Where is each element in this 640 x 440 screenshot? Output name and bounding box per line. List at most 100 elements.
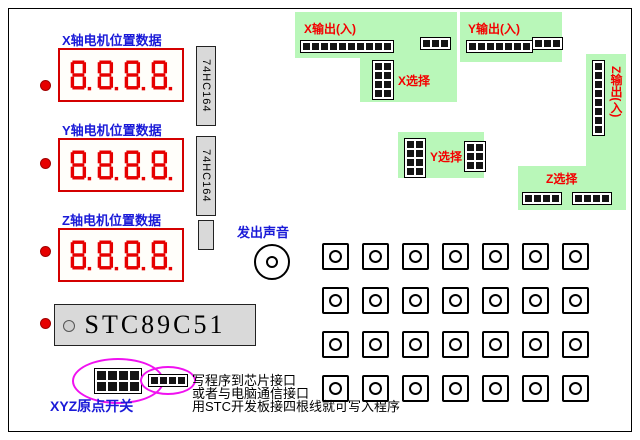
button-cap (489, 338, 502, 351)
seven-segment-digit (97, 240, 119, 271)
push-button[interactable] (442, 331, 469, 358)
x-display-label: X轴电机位置数据 (62, 33, 162, 48)
push-button[interactable] (522, 375, 549, 402)
note-line-3: 用STC开发板接四根线就可写入程序 (192, 399, 401, 414)
shift-register-1-label: 74HC164 (200, 59, 212, 113)
origin-switch-label: XYZ原点开关 (50, 398, 134, 414)
keypad (322, 243, 589, 402)
push-button[interactable] (522, 287, 549, 314)
shift-register-chip-1: 74HC164 (196, 46, 216, 126)
y-display-label: Y轴电机位置数据 (62, 123, 162, 138)
push-button[interactable] (562, 331, 589, 358)
seven-segment-digit (70, 240, 92, 271)
buzzer-core (266, 256, 278, 268)
z-led (40, 246, 51, 257)
button-cap (569, 382, 582, 395)
button-cap (369, 382, 382, 395)
push-button[interactable] (402, 375, 429, 402)
push-button[interactable] (442, 243, 469, 270)
button-cap (529, 294, 542, 307)
button-cap (529, 250, 542, 263)
push-button[interactable] (322, 243, 349, 270)
mcu-chip: STC89C51 (54, 304, 256, 346)
x-output-aux-header[interactable] (420, 37, 451, 50)
seven-segment-digit (97, 150, 119, 181)
button-cap (449, 250, 462, 263)
push-button[interactable] (562, 287, 589, 314)
push-button[interactable] (442, 375, 469, 402)
button-cap (449, 338, 462, 351)
seven-segment-digit (97, 60, 119, 91)
button-cap (329, 294, 342, 307)
program-header[interactable] (148, 374, 188, 387)
y-select-aux-header[interactable] (464, 141, 486, 172)
program-header-highlight (140, 366, 196, 395)
push-button[interactable] (482, 287, 509, 314)
button-cap (409, 250, 422, 263)
z-display-label: Z轴电机位置数据 (62, 213, 161, 228)
seven-segment-digit (124, 60, 146, 91)
buzzer-icon (254, 244, 290, 280)
y-select-header[interactable] (404, 138, 426, 178)
push-button[interactable] (362, 243, 389, 270)
push-button[interactable] (562, 243, 589, 270)
z-seven-segment-display (58, 228, 184, 282)
seven-segment-digit (124, 240, 146, 271)
z-select-header-a[interactable] (522, 192, 562, 205)
button-cap (369, 250, 382, 263)
x-select-label: X选择 (398, 74, 431, 88)
button-cap (569, 338, 582, 351)
push-button[interactable] (482, 331, 509, 358)
button-cap (369, 294, 382, 307)
y-output-header[interactable] (466, 40, 533, 53)
y-output-aux-header[interactable] (532, 37, 563, 50)
y-led (40, 158, 51, 169)
button-cap (329, 338, 342, 351)
z-select-header-b[interactable] (572, 192, 612, 205)
shift-register-chip-2: 74HC164 (196, 136, 216, 216)
push-button[interactable] (402, 243, 429, 270)
push-button[interactable] (402, 331, 429, 358)
button-cap (529, 338, 542, 351)
button-cap (409, 382, 422, 395)
push-button[interactable] (522, 331, 549, 358)
x-select-header[interactable] (372, 60, 394, 100)
button-cap (369, 338, 382, 351)
push-button[interactable] (482, 243, 509, 270)
push-button[interactable] (362, 375, 389, 402)
x-seven-segment-display (58, 48, 184, 102)
y-seven-segment-display (58, 138, 184, 192)
origin-switch-header[interactable] (94, 368, 142, 394)
push-button[interactable] (482, 375, 509, 402)
y-select-label: Y选择 (430, 150, 463, 164)
button-cap (449, 382, 462, 395)
mcu-label: STC89C51 (84, 310, 226, 339)
button-cap (569, 250, 582, 263)
push-button[interactable] (442, 287, 469, 314)
push-button[interactable] (362, 331, 389, 358)
z-select-label: Z选择 (546, 172, 578, 186)
small-chip (198, 220, 214, 250)
seven-segment-digit (70, 150, 92, 181)
y-output-label: Y输出(入) (468, 22, 520, 36)
button-cap (409, 338, 422, 351)
x-output-header[interactable] (300, 40, 394, 53)
push-button[interactable] (322, 375, 349, 402)
push-button[interactable] (402, 287, 429, 314)
note-line-2: 或者与电脑通信接口 (192, 386, 310, 401)
button-cap (489, 294, 502, 307)
push-button[interactable] (562, 375, 589, 402)
seven-segment-digit (151, 60, 173, 91)
z-output-header[interactable] (592, 60, 605, 136)
push-button[interactable] (522, 243, 549, 270)
shift-register-2-label: 74HC164 (200, 149, 212, 203)
button-cap (529, 382, 542, 395)
button-cap (409, 294, 422, 307)
push-button[interactable] (322, 331, 349, 358)
push-button[interactable] (322, 287, 349, 314)
power-led (40, 318, 51, 329)
button-cap (329, 382, 342, 395)
push-button[interactable] (362, 287, 389, 314)
seven-segment-digit (151, 150, 173, 181)
